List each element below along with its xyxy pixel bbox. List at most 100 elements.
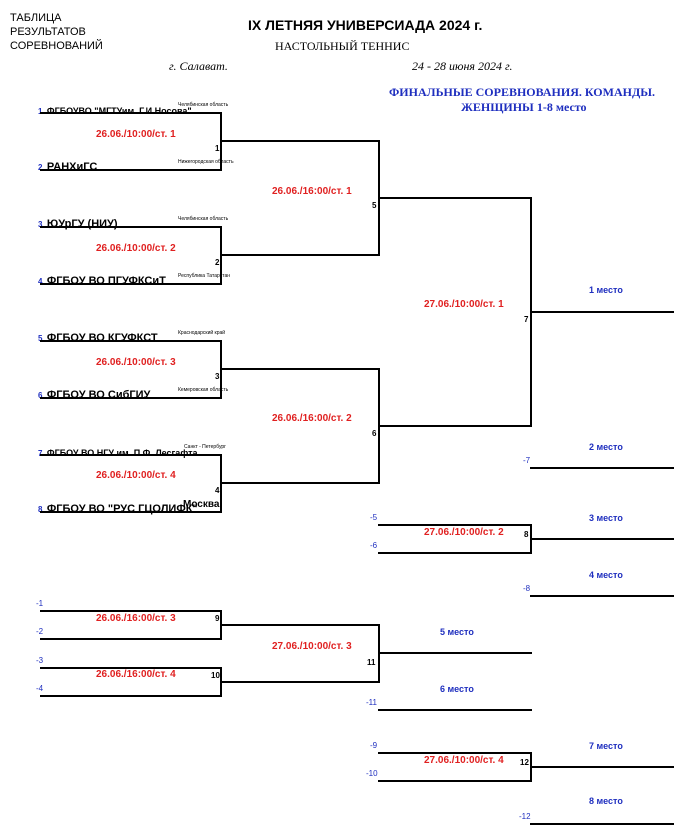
team-region: Москва [183, 499, 220, 510]
bracket-line [40, 169, 222, 171]
bracket-line [40, 667, 222, 669]
match-time: 27.06./10:00/ст. 1 [424, 299, 504, 310]
bracket-line [378, 524, 532, 526]
match-number: 2 [215, 258, 220, 267]
seed-number: 8 [38, 505, 43, 514]
loser-ref: -11 [366, 698, 377, 707]
match-number: 4 [215, 486, 220, 495]
page-title: IX ЛЕТНЯЯ УНИВЕРСИАДА 2024 г. [248, 17, 483, 33]
bracket-line [530, 595, 674, 597]
bracket-line [378, 709, 532, 711]
bracket-line [378, 752, 532, 754]
match-number: 7 [524, 315, 529, 324]
match-time: 26.06./10:00/ст. 1 [96, 129, 176, 140]
place-label: 3 место [589, 513, 623, 523]
team-name: ФГБОУ ВО КГУФКСТ [46, 332, 158, 344]
bracket-line [530, 538, 674, 540]
bracket-line [40, 638, 222, 640]
seed-number: 5 [38, 334, 43, 343]
team-slot-8: 8 ФГБОУ ВО "РУС ГЦОЛИФК" [38, 500, 198, 516]
match-number: 8 [524, 530, 529, 539]
match-time: 26.06./16:00/ст. 1 [272, 186, 352, 197]
bracket-line [530, 766, 674, 768]
team-slot-1: 1 ФГБОУВО "МГТУим. Г.И.Носова" [38, 102, 192, 118]
team-region: Челябинская область [178, 216, 229, 222]
match-time: 26.06./16:00/ст. 2 [272, 413, 352, 424]
place-label: 6 место [440, 684, 474, 694]
team-name: ФГБОУ ВО "РУС ГЦОЛИФК" [46, 503, 198, 515]
seed-number: 1 [38, 107, 42, 116]
bracket-line [530, 467, 674, 469]
match-number: 9 [215, 614, 220, 623]
loser-ref: -5 [370, 513, 378, 522]
bracket-line [40, 112, 222, 114]
bracket-line [378, 425, 532, 427]
team-slot-7: 7 ФГБОУ ВО НГУ им. П.Ф. Лесгафта [38, 444, 198, 460]
loser-ref: -10 [366, 769, 378, 778]
place-label: 5 место [440, 627, 474, 637]
bracket-line [378, 652, 532, 654]
seed-number: 4 [38, 277, 43, 286]
match-number: 3 [215, 372, 220, 381]
match-number: 1 [215, 144, 220, 153]
bracket-line [220, 254, 380, 256]
bracket-line [220, 368, 380, 370]
bracket-line [40, 283, 222, 285]
bracket-line [40, 226, 222, 228]
loser-ref: -12 [519, 812, 531, 821]
bracket-line [40, 397, 222, 399]
loser-ref: -2 [36, 627, 44, 636]
sport-name: НАСТОЛЬНЫЙ ТЕННИС [275, 39, 410, 53]
match-time: 26.06./10:00/ст. 3 [96, 357, 176, 368]
bracket-line [40, 511, 222, 513]
match-number: 6 [372, 429, 377, 438]
place-label: 2 место [589, 442, 623, 452]
match-time: 27.06./10:00/ст. 4 [424, 755, 504, 766]
place-label: 8 место [589, 796, 623, 806]
match-time: 26.06./10:00/ст. 4 [96, 470, 176, 481]
bracket-line [220, 482, 380, 484]
match-time: 26.06./16:00/ст. 4 [96, 669, 176, 680]
team-name: ФГБОУ ВО НГУ им. П.Ф. Лесгафта [46, 448, 198, 458]
place-label: 1 место [589, 285, 623, 295]
bracket-line [378, 552, 532, 554]
bracket-line [220, 140, 380, 142]
team-name: ЮУрГУ (НИУ) [46, 218, 118, 230]
bracket-line [40, 610, 222, 612]
team-name: ФГБОУ ВО СибГИУ [46, 389, 151, 401]
bracket-line [378, 197, 532, 199]
bracket-line [530, 823, 674, 825]
match-number: 10 [211, 671, 220, 680]
team-region: Республика Татарстан [178, 273, 231, 279]
header-left-line2: РЕЗУЛЬТАТОВ [10, 26, 86, 38]
place-label: 7 место [589, 741, 623, 751]
bracket-line [220, 681, 380, 683]
loser-ref: -3 [36, 656, 44, 665]
team-region: Санкт - Петербург [184, 444, 226, 450]
match-time: 26.06./16:00/ст. 3 [96, 613, 176, 624]
header-left-line1: ТАБЛИЦА [10, 12, 62, 24]
loser-ref: -4 [36, 684, 44, 693]
city: г. Салават. [169, 59, 228, 73]
bracket-line [40, 454, 222, 456]
match-number: 12 [520, 758, 529, 767]
bracket-line [530, 311, 674, 313]
bracket-line [40, 695, 222, 697]
seed-number: 2 [38, 163, 43, 172]
seed-number: 3 [38, 220, 43, 229]
header-left-line3: СОРЕВНОВАНИЙ [10, 40, 103, 52]
team-slot-6: 6 ФГБОУ ВО СибГИУ [38, 386, 150, 402]
team-name: РАНХиГС [46, 161, 98, 173]
team-region: Кемеровская область [178, 387, 229, 393]
match-time: 27.06./10:00/ст. 2 [424, 527, 504, 538]
loser-ref: -6 [370, 541, 378, 550]
team-slot-4: 4 ФГБОУ ВО ПГУФКСиТ [38, 272, 166, 288]
match-number: 11 [367, 658, 376, 667]
event-title-line1: ФИНАЛЬНЫЕ СОРЕВНОВАНИЯ. КОМАНДЫ. [389, 85, 655, 99]
match-time: 26.06./10:00/ст. 2 [96, 243, 176, 254]
match-number: 5 [372, 201, 377, 210]
seed-number: 6 [38, 391, 43, 400]
team-region: Челябинская область [178, 102, 229, 108]
loser-ref: -1 [36, 599, 44, 608]
